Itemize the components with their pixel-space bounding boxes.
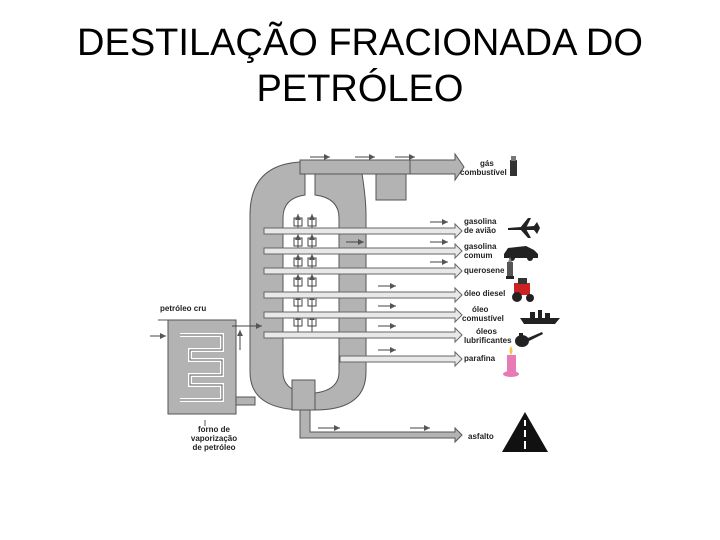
- label-lubricants-1: óleos: [476, 327, 497, 336]
- product-pipes: [263, 222, 463, 368]
- airplane-icon: [508, 218, 540, 238]
- label-furnace-3: de petróleo: [192, 443, 235, 452]
- lamp-icon: [506, 257, 514, 279]
- label-furnace-1: forno de: [198, 425, 231, 434]
- label-jet-2: de avião: [464, 226, 496, 235]
- car-icon: [504, 246, 538, 261]
- oil-can-icon: [515, 332, 543, 347]
- distillation-column: [249, 161, 367, 411]
- label-gas-2: combustível: [460, 168, 507, 177]
- label-gasoline-1: gasolina: [464, 242, 497, 251]
- label-gas-1: gás: [480, 159, 494, 168]
- condenser: [299, 152, 465, 201]
- road-icon: [502, 412, 548, 452]
- title-line-2: PETRÓLEO: [256, 68, 464, 110]
- label-kerosene: querosene: [464, 266, 505, 275]
- label-gasoline-2: comum: [464, 251, 492, 260]
- label-jet-1: gasolina: [464, 217, 497, 226]
- label-asphalt: asfalto: [468, 432, 494, 441]
- label-diesel: óleo diesel: [464, 289, 505, 298]
- label-crude: petróleo cru: [160, 304, 206, 313]
- candle-icon: [503, 346, 519, 377]
- lighter-icon: [510, 156, 517, 176]
- label-furnace-2: vaporização: [191, 434, 237, 443]
- furnace: [150, 319, 262, 426]
- ship-icon: [520, 310, 560, 324]
- asphalt-pipe: [299, 409, 463, 444]
- label-fuel-oil-2: comustível: [462, 314, 504, 323]
- flow-arrows: [318, 219, 448, 431]
- slide-title: DESTILAÇÃO FRACIONADA DO PETRÓLEO: [0, 20, 720, 112]
- tractor-icon: [512, 278, 534, 302]
- label-paraffin: parafina: [464, 354, 496, 363]
- label-fuel-oil-1: óleo: [472, 305, 489, 314]
- title-line-1: DESTILAÇÃO FRACIONADA DO: [77, 22, 643, 64]
- label-lubricants-2: lubrificantes: [464, 336, 512, 345]
